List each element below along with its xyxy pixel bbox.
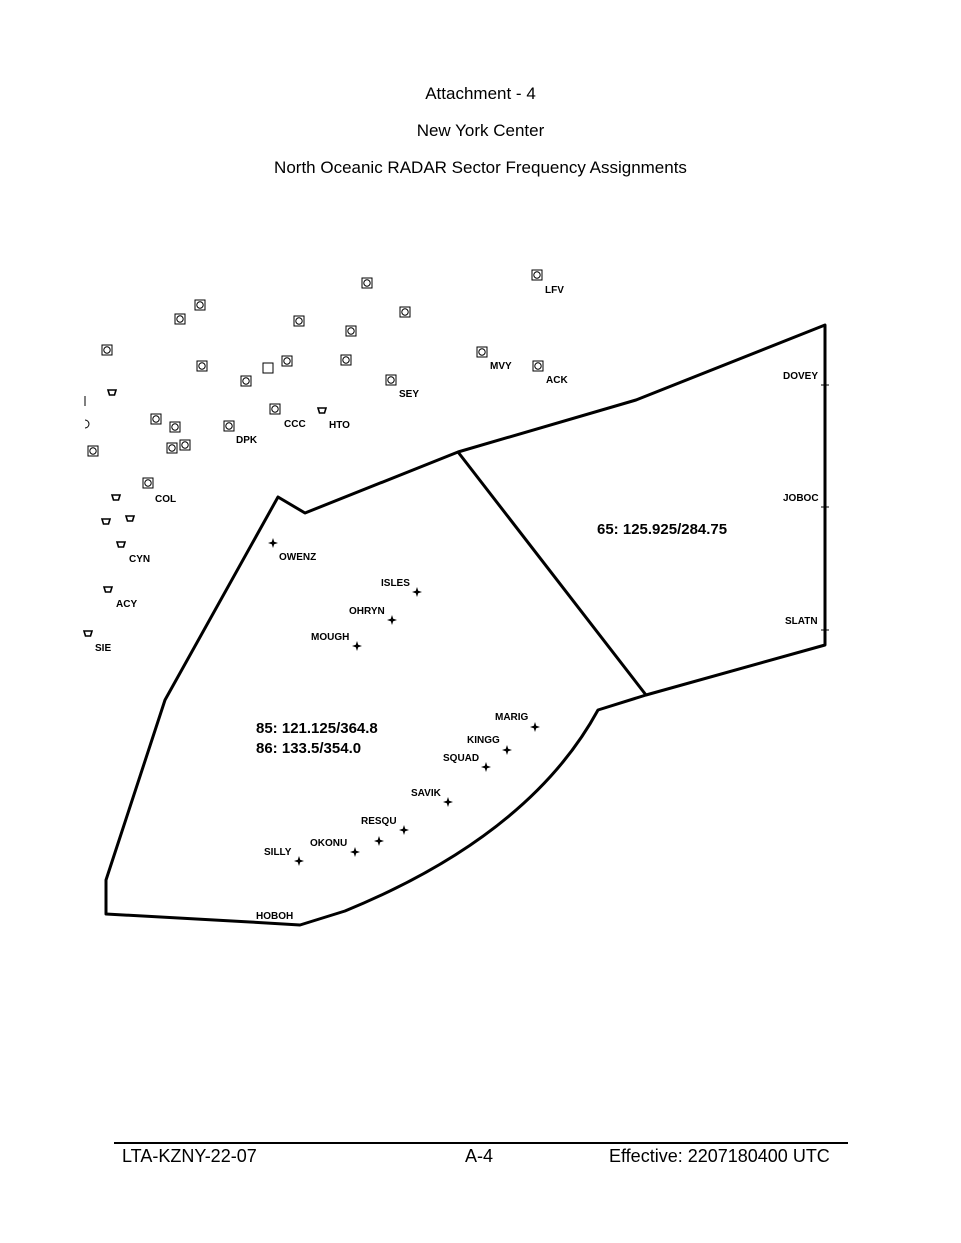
fix-label-squad: SQUAD xyxy=(443,753,479,764)
vor-icon xyxy=(125,515,135,522)
fix-star-icon xyxy=(502,745,512,755)
airport-icon xyxy=(476,346,488,358)
airport-icon xyxy=(340,354,352,366)
navaid-label-sie: SIE xyxy=(95,643,111,654)
vor-icon xyxy=(317,407,327,414)
fix-label-kingg: KINGG xyxy=(467,735,500,746)
fix-label-okonu: OKONU xyxy=(310,838,347,849)
navaid-label-dpk: DPK xyxy=(236,435,258,446)
airport-icon xyxy=(269,403,281,415)
fix-label-resqu: RESQU xyxy=(361,816,397,827)
navaid-label-ack: ACK xyxy=(546,375,568,386)
sector-85-frequency: 85: 121.125/364.8 xyxy=(256,720,378,737)
sector-65-frequency: 65: 125.925/284.75 xyxy=(597,521,727,538)
airport-icon xyxy=(385,374,397,386)
airport-icon xyxy=(399,306,411,318)
fix-star-icon xyxy=(443,797,453,807)
fix-label-isles: ISLES xyxy=(381,578,410,589)
airport-icon xyxy=(87,445,99,457)
vor-icon xyxy=(107,389,117,396)
airport-icon xyxy=(531,269,543,281)
fix-label-hoboh: HOBOH xyxy=(256,911,293,922)
fix-star-icon xyxy=(352,641,362,651)
attachment-label: Attachment - 4 xyxy=(425,84,536,103)
sector-boundary-outer xyxy=(104,323,827,927)
page-title: North Oceanic RADAR Sector Frequency Ass… xyxy=(274,158,687,177)
fix-label-slatn: SLATN xyxy=(785,616,818,627)
sector-86-frequency: 86: 133.5/354.0 xyxy=(256,740,361,757)
airport-icon xyxy=(196,360,208,372)
navaid-label-cyn: CYN xyxy=(129,554,150,565)
fix-label-ohryn: OHRYN xyxy=(349,606,385,617)
navaid-label-lfv: LFV xyxy=(545,285,564,296)
vor-icon xyxy=(103,586,113,593)
fix-star-icon xyxy=(268,538,278,548)
fix-star-icon xyxy=(294,856,304,866)
airport-icon xyxy=(345,325,357,337)
vor-icon xyxy=(111,494,121,501)
navaid-label-hto: HTO xyxy=(329,420,350,431)
navaid-label-col: COL xyxy=(155,494,176,505)
fix-label-owenz: OWENZ xyxy=(279,552,316,563)
vor-icon xyxy=(116,541,126,548)
airport-icon xyxy=(240,375,252,387)
airport-icon xyxy=(142,477,154,489)
airport-icon xyxy=(101,344,113,356)
airport-icon xyxy=(150,413,162,425)
fix-star-icon xyxy=(387,615,397,625)
fix-star-icon xyxy=(530,722,540,732)
effective-date: Effective: 2207180400 UTC xyxy=(609,1146,830,1166)
fix-label-silly: SILLY xyxy=(264,847,292,858)
document-id: LTA-KZNY-22-07 xyxy=(122,1146,257,1166)
center-name: New York Center xyxy=(416,121,545,140)
navaid-label-acy: ACY xyxy=(116,599,137,610)
airport-icon xyxy=(293,315,305,327)
square-icon xyxy=(262,362,274,374)
airport-icon xyxy=(194,299,206,311)
navaid-label-ccc: CCC xyxy=(284,419,306,430)
navaid-label-mvy: MVY xyxy=(490,361,512,372)
fix-star-icon xyxy=(399,825,409,835)
vor-icon xyxy=(101,518,111,525)
fix-star-icon xyxy=(350,847,360,857)
fix-star-icon xyxy=(374,836,384,846)
airport-icon xyxy=(169,421,181,433)
fix-label-savik: SAVIK xyxy=(411,788,442,799)
page-number: A-4 xyxy=(465,1146,494,1166)
footer-rule xyxy=(114,1142,848,1144)
vor-icon xyxy=(83,630,93,637)
airport-icon xyxy=(281,355,293,367)
airport-icon xyxy=(166,442,178,454)
partial-symbol-icon xyxy=(84,419,90,429)
fix-label-marig: MARIG xyxy=(495,712,529,723)
airport-icon xyxy=(179,439,191,451)
airport-icon xyxy=(174,313,186,325)
unlabeled-airports xyxy=(84,277,411,525)
fix-label-dovey: DOVEY xyxy=(783,371,818,382)
fix-label-joboc: JOBOC xyxy=(783,493,819,504)
airport-icon xyxy=(532,360,544,372)
sector-boundary-divider xyxy=(456,451,648,696)
fix-star-icon xyxy=(481,762,491,772)
fix-label-mough: MOUGH xyxy=(311,632,349,643)
fix-star-icon xyxy=(412,587,422,597)
airport-icon xyxy=(223,420,235,432)
navaid-label-sey: SEY xyxy=(399,389,419,400)
airport-icon xyxy=(361,277,373,289)
